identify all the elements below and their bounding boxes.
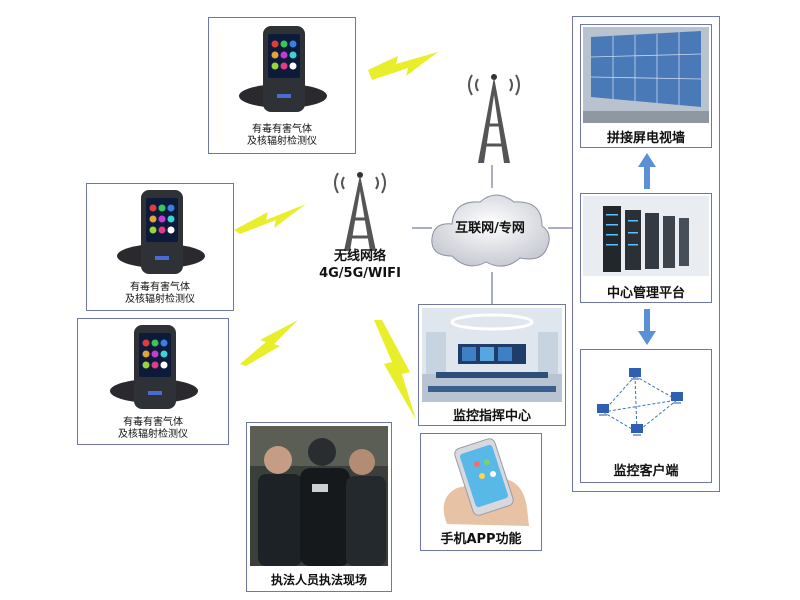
arrow-down-icon bbox=[638, 309, 656, 345]
command-center-label: 监控指挥中心 bbox=[452, 409, 531, 424]
management-platform-label: 中心管理平台 bbox=[606, 286, 685, 301]
detector-device-image bbox=[117, 190, 205, 274]
phone-hand-image bbox=[427, 438, 537, 526]
video-wall-label: 拼接屏电视墙 bbox=[606, 131, 685, 146]
detector-caption-2: 有毒有害气体 及核辐射检测仪 bbox=[125, 282, 195, 305]
command-center-image bbox=[422, 308, 562, 402]
command-center-box: 监控指挥中心 bbox=[418, 304, 566, 426]
video-wall-image bbox=[583, 27, 709, 123]
detector-box-1: 有毒有害气体 及核辐射检测仪 bbox=[208, 17, 356, 154]
detector-caption-3: 有毒有害气体 及核辐射检测仪 bbox=[118, 417, 188, 440]
field-scene-label: 执法人员执法现场 bbox=[270, 573, 367, 587]
lightning-icon bbox=[234, 204, 306, 234]
detector-caption-1: 有毒有害气体 及核辐射检测仪 bbox=[247, 124, 317, 147]
cloud-icon bbox=[431, 194, 550, 267]
video-wall-box: 拼接屏电视墙 bbox=[580, 24, 712, 148]
detector-box-2: 有毒有害气体 及核辐射检测仪 bbox=[86, 183, 234, 311]
lightning-icon bbox=[374, 320, 416, 420]
detector-device-image bbox=[110, 325, 198, 409]
antenna-tower-icon bbox=[468, 74, 520, 163]
phone-app-label: 手机APP功能 bbox=[440, 532, 522, 547]
cloud-label: 互联网/专网 bbox=[455, 221, 525, 236]
monitoring-client-label: 监控客户端 bbox=[613, 464, 679, 479]
phone-app-box: 手机APP功能 bbox=[420, 433, 542, 551]
lightning-icon bbox=[240, 320, 298, 366]
field-scene-box: 执法人员执法现场 bbox=[246, 422, 392, 592]
client-network-image bbox=[585, 356, 707, 450]
lightning-icon bbox=[368, 52, 438, 80]
management-platform-box: 中心管理平台 bbox=[580, 193, 712, 303]
detector-device-image bbox=[239, 26, 327, 112]
detector-box-3: 有毒有害气体 及核辐射检测仪 bbox=[77, 318, 229, 445]
field-officers-image bbox=[250, 426, 388, 566]
monitoring-client-box: 监控客户端 bbox=[580, 349, 712, 483]
wireless-network-label: 无线网络 4G/5G/WIFI bbox=[319, 249, 401, 281]
antenna-tower-icon bbox=[334, 172, 386, 251]
right-panel: 拼接屏电视墙 中心管理平台 监控客户端 bbox=[572, 16, 720, 492]
arrow-up-icon bbox=[638, 153, 656, 189]
server-room-image bbox=[583, 196, 709, 276]
